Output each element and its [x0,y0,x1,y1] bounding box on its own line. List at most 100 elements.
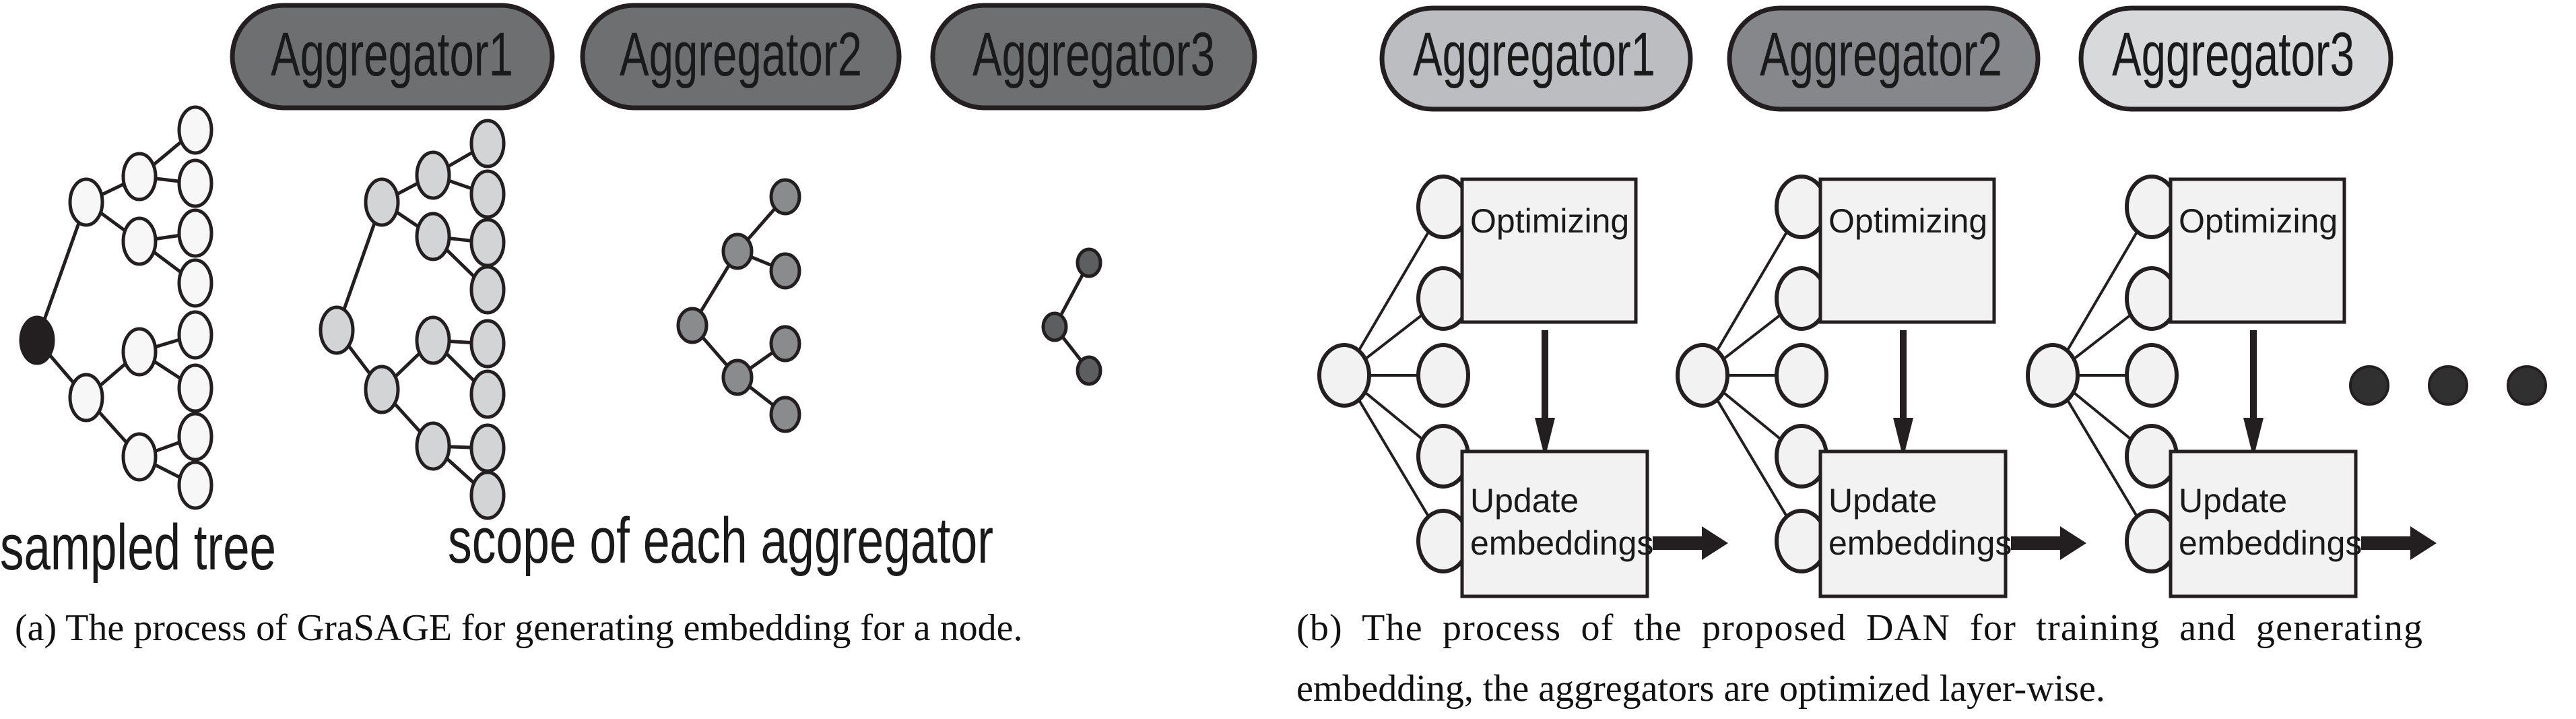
optimizing-label: Optimizing [1828,202,1987,240]
ellipsis-icon [2349,365,2547,406]
scope-aggregator-1-tree [319,119,506,520]
down-arrow-head [1893,418,1913,458]
tree-node [121,327,158,377]
neighbor-node [1775,343,1828,408]
optimizing-box [1460,177,1638,324]
embeddings-label: embeddings [2179,524,2362,562]
target-node [1317,343,1371,408]
update-embeddings-box [2169,449,2358,598]
scope-label: scope of each aggregator [448,505,993,577]
down-arrow-shaft [2250,330,2257,419]
sampled-tree-label: sampled tree [0,511,276,584]
tree-node [177,105,213,155]
tree-node [121,432,158,482]
neighbor-node [2125,343,2179,408]
panel-b-aggregators: Aggregator1 Aggregator2 Aggregator3 [1379,5,2393,112]
tree-node [469,265,506,315]
tree-root-node [1041,311,1068,342]
aggregator-label: Aggregator3 [972,20,1215,89]
aggregator-pill [580,3,902,111]
aggregator-label: Aggregator3 [2112,20,2354,89]
down-arrow-shaft [1900,330,1907,419]
down-arrow-shaft [1542,330,1548,419]
tree-node [177,158,213,208]
right-arrow-shaft [1653,536,1703,550]
down-arrow-head [1535,418,1555,458]
right-arrow-head [2060,526,2086,560]
scope-aggregator-2-tree [676,178,801,433]
neighbor-edge [1701,374,1803,542]
tree-root-node [676,307,708,344]
tree-node [415,421,451,471]
right-arrow-head [2410,526,2437,560]
tree-node [415,150,451,200]
aggregator-label: Aggregator1 [1413,20,1655,89]
caption-a: (a) The process of GraSAGE for generatin… [15,607,1023,649]
tree-node [469,119,506,168]
tree-node [364,177,400,227]
tree-node [415,212,451,261]
panel-a-aggregators: Aggregator1 Aggregator2 Aggregator3 [230,3,1257,111]
update-embeddings-box [1460,449,1649,598]
update-label: Update [2179,482,2287,520]
tree-node [177,208,213,258]
optimizing-box [1818,177,1996,324]
target-node [2026,343,2080,408]
tree-root-node [19,315,55,365]
aggregator-pill [930,3,1257,111]
tree-node [469,369,506,419]
aggregator-pill [1727,5,2041,112]
update-label: Update [1470,482,1579,520]
optimizing-label: Optimizing [2179,202,2338,240]
tree-node [721,232,754,270]
tree-node [177,258,213,308]
tree-node [769,325,801,363]
tree-node [769,396,801,433]
neighbor-edge [1343,206,1445,377]
ellipsis-dot [2507,365,2547,406]
embeddings-label: embeddings [1828,524,2012,562]
update-label: Update [1828,482,1937,520]
tree-node [769,252,801,290]
tree-node [68,373,104,423]
panel-b-aggregator-3: Aggregator3 [2078,5,2393,112]
panel-a-aggregator-1: Aggregator1 [230,3,555,111]
caption-b-line1: (b) The process of the proposed DAN for … [1296,607,2424,649]
tree-node [469,423,506,473]
embeddings-label: embeddings [1470,524,1653,562]
tree-node [177,310,213,360]
panel-b-stages: OptimizingUpdateembeddingsOptimizingUpda… [1317,175,2437,598]
scope-aggregator-3-tree [1041,247,1102,386]
tree-root-node [319,305,355,355]
right-arrow-shaft [2011,536,2061,550]
optimizing-label: Optimizing [1470,202,1629,240]
ellipsis-dot [2349,365,2389,406]
tree-node [469,169,506,219]
aggregator-label: Aggregator1 [271,20,513,89]
neighbor-node [1416,343,1470,408]
aggregator-pill [1379,5,1693,112]
panel-a-aggregator-3: Aggregator3 [930,3,1257,111]
tree-node [769,178,801,216]
update-embeddings-box [1818,449,2008,598]
right-arrow-shaft [2361,536,2412,550]
caption-b-line2: embedding, the aggregators are optimized… [1296,668,2105,710]
aggregator-label: Aggregator2 [1760,20,2002,89]
optimizing-box [2169,177,2346,324]
tree-node [177,412,213,462]
panel-a-aggregator-2: Aggregator2 [580,3,902,111]
neighbor-edge [1343,374,1445,542]
tree-node [415,315,451,365]
neighbor-edge [2051,206,2153,377]
tree-edge [35,201,88,341]
tree-node [177,460,213,510]
down-arrow-head [2243,418,2264,458]
tree-node [121,216,158,266]
tree-node [1076,355,1102,386]
panel-b-aggregator-1: Aggregator1 [1379,5,1693,112]
tree-node [364,365,400,414]
tree-node [1076,247,1102,278]
